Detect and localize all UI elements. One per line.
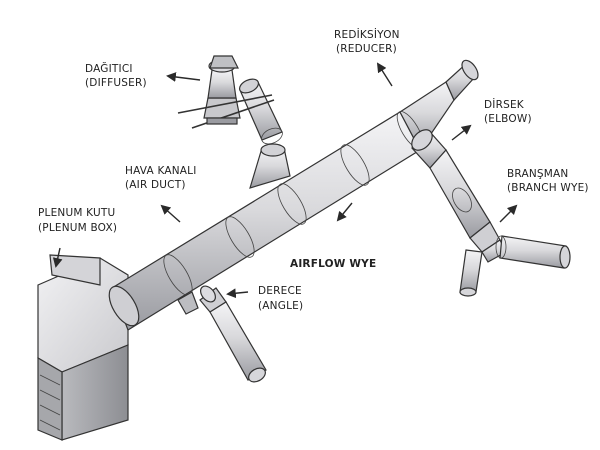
label-diffuser: DAĞITICI (DIFFUSER) <box>85 62 147 89</box>
svg-text:HAVA KANALI: HAVA KANALI <box>125 165 197 177</box>
svg-text:DAĞITICI: DAĞITICI <box>85 62 133 75</box>
arrow-diffuser <box>166 72 201 82</box>
annotation-arrows <box>52 62 518 299</box>
label-plenum-box: PLENUM KUTU (PLENUM BOX) <box>38 207 117 234</box>
arrow-reducer <box>376 62 393 87</box>
arrow-plenum-box <box>52 247 63 268</box>
label-elbow: DİRSEK (ELBOW) <box>484 98 532 125</box>
arrow-elbow <box>451 124 472 141</box>
svg-text:(AIR DUCT): (AIR DUCT) <box>125 179 186 191</box>
reducer <box>396 59 479 152</box>
label-airflow-wye: AIRFLOW WYE <box>290 258 376 270</box>
arrow-angle <box>226 288 249 299</box>
arrow-air-duct <box>160 204 181 223</box>
main-air-duct <box>108 111 421 331</box>
svg-text:(DIFFUSER): (DIFFUSER) <box>85 77 147 89</box>
svg-text:(REDUCER): (REDUCER) <box>336 43 397 55</box>
angle-fitting <box>177 285 267 383</box>
label-air-duct: HAVA KANALI (AIR DUCT) <box>125 165 197 191</box>
branch-wye-outlet-duct <box>495 235 571 269</box>
label-angle: DERECE (ANGLE) <box>258 285 303 312</box>
svg-text:(ANGLE): (ANGLE) <box>258 300 303 312</box>
wye-branch-to-diffuser <box>238 78 291 189</box>
branch-wye <box>459 221 507 297</box>
svg-text:(ELBOW): (ELBOW) <box>484 113 532 125</box>
plenum-box <box>37 254 129 441</box>
arrow-branch-wye <box>499 204 518 223</box>
svg-text:(BRANCH WYE): (BRANCH WYE) <box>507 182 589 194</box>
svg-text:(PLENUM BOX): (PLENUM BOX) <box>38 222 117 234</box>
diffuser <box>177 55 275 129</box>
arrow-airflow-wye <box>336 202 353 222</box>
label-branch-wye: BRANŞMAN (BRANCH WYE) <box>507 168 589 194</box>
branch-duct <box>429 148 491 239</box>
label-reducer: REDİKSİYON (REDUCER) <box>334 28 400 55</box>
svg-text:DİRSEK: DİRSEK <box>484 98 525 111</box>
svg-text:REDİKSİYON: REDİKSİYON <box>334 28 400 41</box>
svg-text:BRANŞMAN: BRANŞMAN <box>507 168 568 180</box>
svg-text:AIRFLOW WYE: AIRFLOW WYE <box>290 258 376 270</box>
svg-text:PLENUM KUTU: PLENUM KUTU <box>38 207 115 219</box>
svg-text:DERECE: DERECE <box>258 285 302 297</box>
